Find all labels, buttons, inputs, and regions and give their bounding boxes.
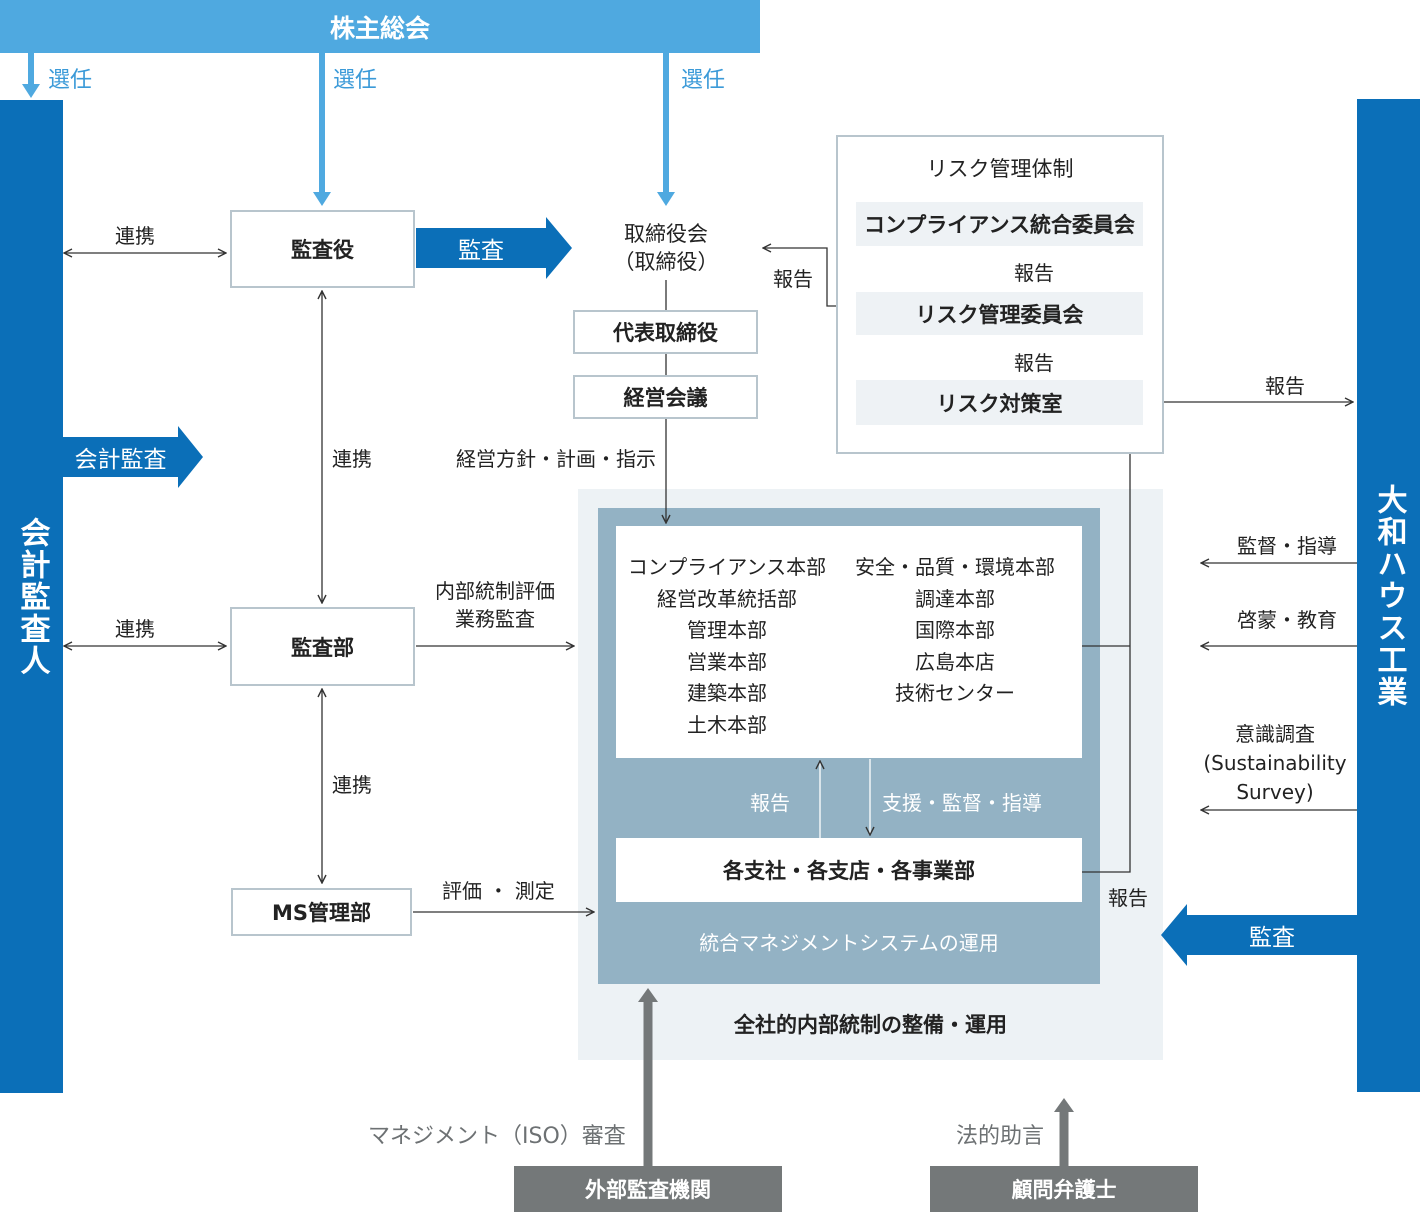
renkei-label-2: 連携 bbox=[115, 617, 155, 641]
right-audit-label: 監査 bbox=[1249, 925, 1295, 951]
accounting-auditor-label: 会計監査人 bbox=[14, 516, 50, 677]
accounting-audit-label: 会計監査 bbox=[74, 447, 167, 473]
renkei-label-1: 連携 bbox=[115, 224, 155, 248]
elect-label-left: 選任 bbox=[48, 68, 93, 93]
risk-report-board-label: 報告 bbox=[773, 267, 813, 291]
risk-report-right-label: 報告 bbox=[1265, 374, 1305, 398]
departments-left-list: コンプライアンス本部 経営改革統括部 管理本部 営業本部 建築本部 土木本部 bbox=[616, 552, 838, 742]
legal-advice-label: 法的助言 bbox=[956, 1124, 1045, 1149]
departments-panel bbox=[616, 526, 1082, 758]
dept-item: 広島本店 bbox=[915, 649, 995, 674]
dept-item: コンプライアンス本部 bbox=[627, 555, 827, 579]
daiwa-house-label: 大和ハウス工業 bbox=[1371, 483, 1407, 708]
daiwa-house-bar: 大和ハウス工業 bbox=[1357, 99, 1420, 1092]
shareholders-meeting-band: 株主総会 bbox=[0, 0, 760, 53]
eval-measure-label: 評価 ・ 測定 bbox=[442, 879, 555, 903]
risk-committee-box: リスク管理委員会 bbox=[856, 292, 1143, 335]
branches-box: 各支社・各支店・各事業部 bbox=[616, 838, 1082, 902]
renkei-label-3: 連携 bbox=[332, 447, 372, 471]
branches-label: 各支社・各支店・各事業部 bbox=[723, 859, 975, 883]
dept-item: 経営改革統括部 bbox=[657, 586, 797, 611]
integrated-ms-label: 統合マネジメントシステムの運用 bbox=[699, 930, 999, 955]
inner-report-label: 報告 bbox=[750, 791, 790, 815]
company-wide-label: 全社的内部統制の整備・運用 bbox=[734, 1013, 1007, 1037]
management-meeting-box: 経営会議 bbox=[573, 375, 758, 419]
ceo-box: 代表取締役 bbox=[573, 310, 758, 354]
dept-item: 管理本部 bbox=[687, 618, 767, 643]
risk-office-box: リスク対策室 bbox=[856, 380, 1143, 425]
elect-label-center: 選任 bbox=[333, 68, 378, 93]
lawyer-box: 顧問弁護士 bbox=[930, 1166, 1198, 1212]
auditor-box: 監査役 bbox=[230, 210, 415, 288]
departments-right-list: 安全・品質・環境本部 調達本部 国際本部 広島本店 技術センター bbox=[850, 552, 1060, 710]
elect-label-right: 選任 bbox=[681, 68, 726, 93]
accounting-auditor-bar: 会計監査人 bbox=[0, 100, 63, 1093]
dept-item: 営業本部 bbox=[687, 649, 767, 674]
policy-label: 経営方針・計画・指示 bbox=[456, 447, 656, 471]
iso-review-label: マネジメント（ISO）審査 bbox=[368, 1124, 626, 1149]
supervise-label: 監督・指導 bbox=[1237, 534, 1337, 558]
board-label: 取締役会 （取締役） bbox=[586, 220, 746, 276]
audit-arrow-label: 監査 bbox=[458, 238, 504, 264]
audit-dept-box: 監査部 bbox=[230, 607, 415, 686]
risk-report-label-1: 報告 bbox=[1014, 261, 1054, 285]
risk-report-label-2: 報告 bbox=[1014, 351, 1054, 375]
survey-label: 意識調査 (Sustainability Survey) bbox=[1203, 722, 1347, 804]
dept-item: 安全・品質・環境本部 bbox=[855, 555, 1055, 579]
external-audit-box: 外部監査機関 bbox=[514, 1166, 782, 1212]
inner-support-label: 支援・監督・指導 bbox=[882, 791, 1042, 815]
ms-dept-box: MS管理部 bbox=[231, 888, 412, 936]
renkei-label-4: 連携 bbox=[332, 773, 372, 797]
internal-eval-label: 内部統制評価 業務監査 bbox=[435, 579, 555, 631]
dept-item: 土木本部 bbox=[687, 712, 767, 737]
enlighten-label: 啓蒙・教育 bbox=[1237, 608, 1337, 632]
compliance-committee-box: コンプライアンス統合委員会 bbox=[856, 202, 1143, 246]
branch-report-label: 報告 bbox=[1108, 886, 1148, 910]
dept-item: 技術センター bbox=[895, 681, 1015, 706]
risk-title: リスク管理体制 bbox=[926, 157, 1074, 181]
shareholders-meeting-label: 株主総会 bbox=[329, 13, 430, 43]
dept-item: 調達本部 bbox=[915, 586, 995, 611]
dept-item: 国際本部 bbox=[915, 618, 995, 643]
dept-item: 建築本部 bbox=[687, 681, 767, 706]
